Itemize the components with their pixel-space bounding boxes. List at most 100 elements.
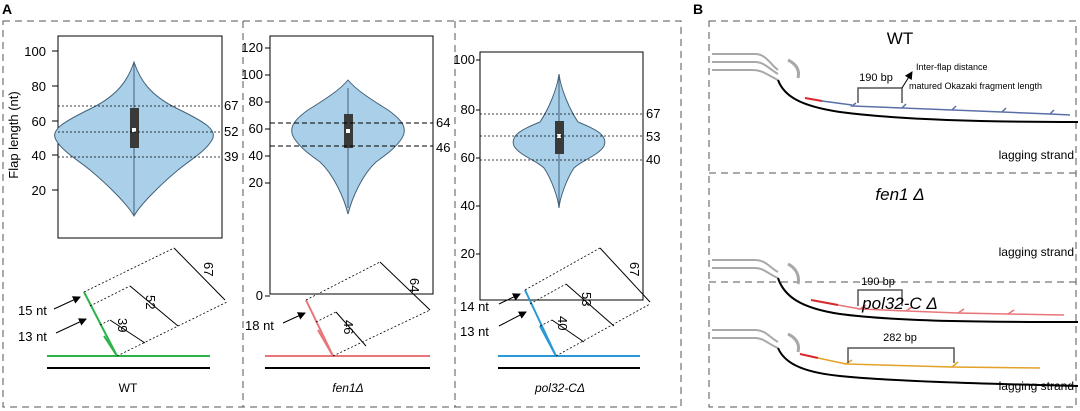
bracket-label-40: 40 [555,316,570,330]
violin-plot-pol32c: 100 80 60 40 20 67 53 40 [453,51,660,301]
distance-label: 190 bp [859,72,893,84]
pointer-arrow [498,311,527,327]
y-tick-label: 100 [241,67,263,82]
bracket-label-39: 39 [115,318,130,332]
arrow-label: 13 nt [18,329,47,344]
y-tick-label: 60 [249,121,263,136]
flap-diagram-wt: 67 52 39 15 nt 13 nt WT [18,247,228,395]
pointer-arrow [498,293,521,305]
helicase-arrow-icon [787,58,800,79]
y-tick-label: 40 [32,148,46,163]
distance-bracket [847,347,955,363]
lagging-template [777,277,1079,323]
y-tick-label: 80 [249,94,263,109]
annotation-arrow [901,71,913,89]
y-tick-label: 0 [256,288,263,303]
okazaki-fragments [817,357,1041,369]
bracket-label-64: 64 [407,278,422,292]
y-tick-label: 100 [453,52,475,67]
flap-kink [317,329,334,357]
quartile-label: 67 [224,98,238,113]
arrow-label: 18 nt [245,318,274,333]
distance-bracket [857,289,903,306]
quartile-label: 52 [224,124,238,139]
replication-fork-icon [712,53,779,81]
flap-kink [539,325,557,357]
strand-label: lagging strand [999,379,1074,393]
y-tick-label: 60 [32,114,46,129]
rna-primer [810,299,839,306]
median-marker [557,134,561,138]
y-tick-label: 20 [32,183,46,198]
replication-fork-icon [712,329,779,349]
panel-b-label: B [693,1,703,17]
helicase-arrow-icon [787,332,800,353]
distance-label: 282 bp [883,332,917,344]
quartile-label: 40 [646,152,660,167]
y-tick-label: 80 [32,79,46,94]
distance-label: 190 bp [861,276,895,288]
tick-labels: 120 100 80 60 40 20 0 [241,40,263,303]
y-tick-label: 40 [461,198,475,213]
quartile-label: 67 [646,106,660,121]
fork-row-wt: WT 190 bp Inter-flap distance matured Ok… [712,29,1079,162]
genotype-label: fen1Δ [332,381,363,395]
tick-labels: 100 80 60 40 20 [24,44,46,198]
strand-label: lagging strand [999,148,1074,162]
bracket-64 [379,261,431,311]
pointer-arrow [55,318,87,334]
rna-primer [799,353,819,359]
quartile-label: 46 [436,140,450,155]
strand-label: lagging strand [999,245,1074,259]
pointer-arrow [53,296,81,310]
panel-a-label: A [2,1,12,17]
plot-frame [479,51,644,301]
helicase-arrow-icon [787,262,800,285]
flap-kink [103,335,118,357]
flap-length-brackets [305,261,431,357]
y-tick-label: 120 [241,40,263,55]
median-marker [132,128,136,132]
y-tick-label: 100 [24,44,46,59]
bracket-label-46: 46 [341,320,356,334]
rna-primer [804,97,823,102]
median-marker [346,129,350,133]
bracket-label-53: 53 [579,292,594,306]
y-tick-label: 60 [461,150,475,165]
displaced-flap [83,291,118,357]
y-tick-label: 80 [461,102,475,117]
arrow-label: 15 nt [18,303,47,318]
fork-row-fen1: fen1 Δ 190 bp lagging strand [712,185,1079,323]
quartile-label: 39 [224,149,238,164]
genotype-label: pol32-CΔ [534,381,585,395]
okazaki-fragments [837,304,1065,316]
y-tick-label: 40 [249,148,263,163]
flap-diagram-fen1: 64 46 18 nt fen1Δ [245,261,431,395]
quartile-label: 64 [436,115,450,130]
y-tick-label: 20 [249,175,263,190]
flap-length-brackets [524,247,651,357]
bracket-40 [551,319,585,343]
bracket-label-52: 52 [143,295,158,309]
genotype-label: WT [119,381,138,395]
replication-fork-icon [712,259,779,279]
row-title: WT [887,29,913,48]
bracket-label-67: 67 [201,262,216,276]
arrow-label: 14 nt [460,299,489,314]
bracket-52 [129,285,179,327]
bracket-39 [109,319,146,344]
plot-frame [269,35,434,295]
row-title: fen1 Δ [875,185,924,204]
annotation-text: Inter-flap distance [916,62,988,72]
bracket-67 [173,247,226,301]
flap-diagram-pol32c: 67 53 40 14 nt 13 nt pol32-CΔ [460,247,651,395]
bracket-label-67: 67 [627,262,642,276]
okazaki-fragments [821,100,1071,116]
arrow-label: 13 nt [460,324,489,339]
flap-length-brackets [83,247,228,357]
row-title: pol32-C Δ [861,294,938,313]
panel-a-frame [2,20,682,408]
bracket-46 [335,311,367,347]
annotation-text: matured Okazaki fragment length [909,81,1042,91]
